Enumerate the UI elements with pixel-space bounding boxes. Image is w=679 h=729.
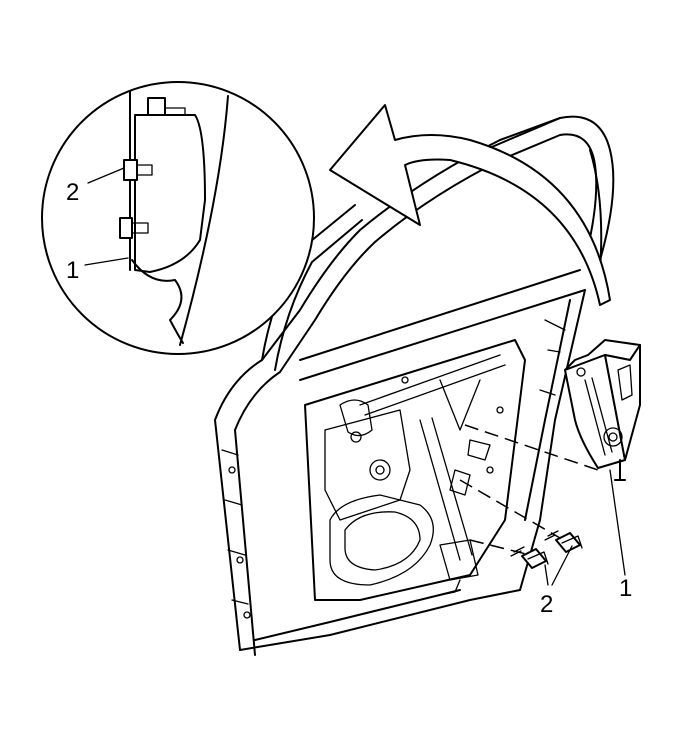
callout-main-bolts: 2 (540, 591, 553, 618)
main-leaders (544, 469, 626, 586)
callout-main-bracket: 1 (619, 575, 632, 602)
callout-detail-bracket: 1 (66, 257, 79, 284)
door-assembly (214, 115, 615, 656)
bolt-lower (510, 546, 549, 569)
callout-detail-bolt: 2 (66, 179, 79, 206)
door-bracket (564, 339, 641, 481)
curved-arrow (329, 104, 611, 306)
bolt-upper (544, 530, 583, 553)
detail-view (41, 81, 315, 355)
alignment-lines (459, 424, 599, 556)
